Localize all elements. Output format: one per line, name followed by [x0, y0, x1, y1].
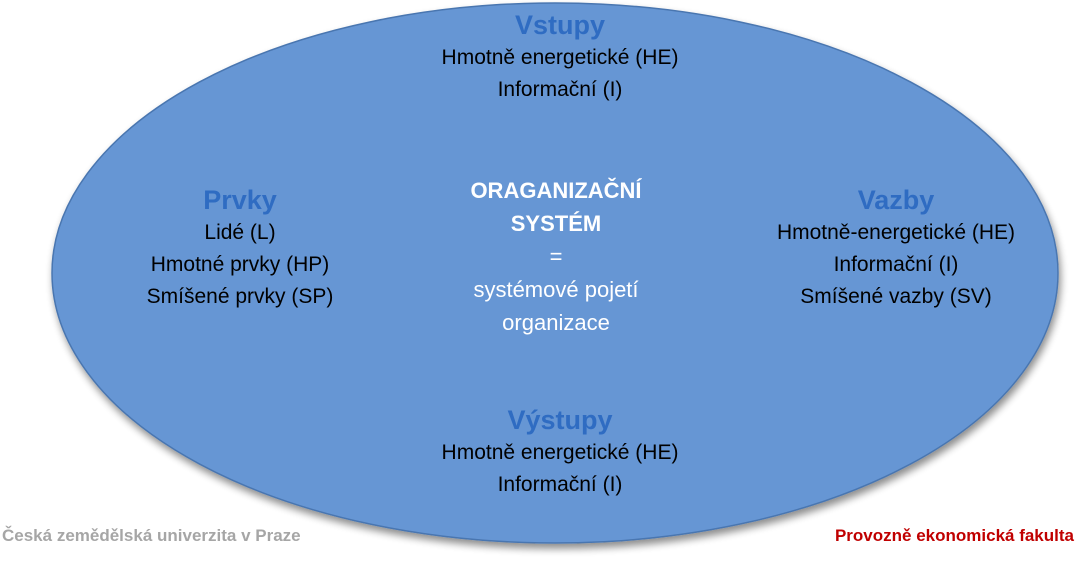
- elements-item: Lidé (L): [204, 221, 276, 244]
- links-group: Vazby Hmotně-energetické (HE) Informační…: [777, 183, 1015, 313]
- center-title: SYSTÉM: [510, 211, 602, 236]
- inputs-heading: Vstupy: [514, 10, 606, 40]
- outputs-item: Informační (I): [497, 473, 623, 496]
- links-heading: Vazby: [857, 185, 935, 215]
- center-definition: organizace: [502, 310, 610, 335]
- elements-item: Hmotné prvky (HP): [150, 253, 330, 276]
- center-definition: systémové pojetí: [473, 277, 639, 302]
- links-item: Hmotně-energetické (HE): [776, 221, 1016, 244]
- center-title: ORAGANIZAČNÍ: [470, 178, 642, 203]
- outputs-item: Hmotně energetické (HE): [441, 441, 679, 464]
- center-equals: =: [549, 244, 563, 269]
- inputs-item: Hmotně energetické (HE): [441, 46, 679, 69]
- organization-ellipse: [51, 2, 1059, 544]
- inputs-group: Vstupy Hmotně energetické (HE) Informačn…: [442, 8, 679, 106]
- center-group: ORAGANIZAČNÍ SYSTÉM = systémové pojetí o…: [470, 174, 641, 339]
- inputs-item: Informační (I): [497, 78, 623, 101]
- elements-group: Prvky Lidé (L) Hmotné prvky (HP) Smíšené…: [147, 183, 334, 313]
- links-item: Smíšené vazby (SV): [800, 285, 992, 308]
- elements-heading: Prvky: [203, 185, 277, 215]
- outputs-group: Výstupy Hmotně energetické (HE) Informač…: [442, 403, 679, 501]
- footer-university: Česká zemědělská univerzita v Praze: [2, 526, 301, 545]
- links-item: Informační (I): [833, 253, 959, 276]
- outputs-heading: Výstupy: [507, 405, 613, 435]
- footer-faculty: Provozně ekonomická fakulta: [834, 526, 1074, 545]
- elements-item: Smíšené prvky (SP): [146, 285, 334, 308]
